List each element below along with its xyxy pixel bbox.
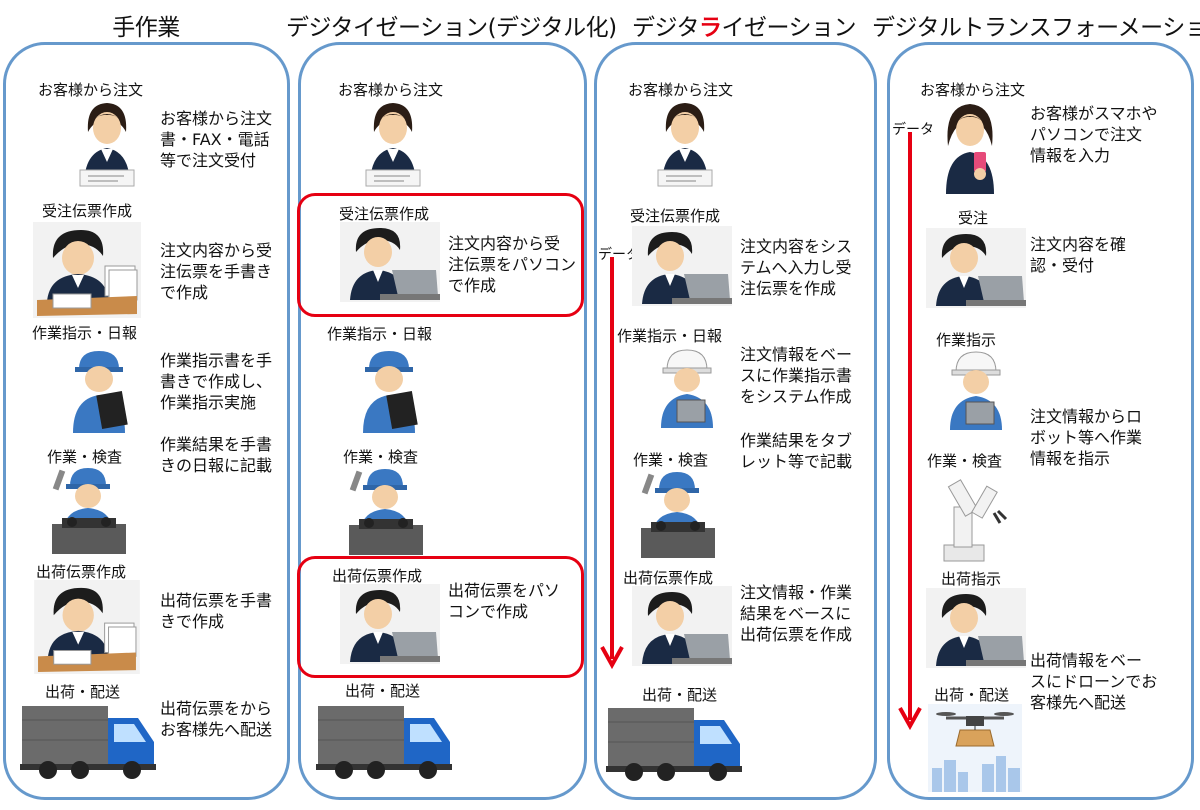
data-flow-arrow-dx (898, 132, 922, 731)
step-label: 作業・検査 (343, 448, 419, 466)
step-description: 出荷伝票をから お客様先へ配送 (160, 699, 273, 739)
panel-dx (887, 42, 1194, 800)
step-description: 作業指示書を手 書きで作成し、 作業指示実施 (160, 351, 273, 412)
arrow-label-dx: データ (892, 122, 934, 138)
step-description: 出荷情報をベー スにドローンでお 客様先へ配送 (1030, 651, 1158, 712)
step-description: 注文情報からロ ボット等へ作業 情報を指示 (1030, 407, 1143, 468)
step-label: 作業指示・日報 (32, 324, 138, 342)
title-part-1: デジタ (631, 15, 700, 41)
worker-machine-icon (349, 469, 423, 555)
arrow-label-digitalization: データ (598, 247, 640, 263)
step-label: 作業指示・日報 (617, 327, 723, 345)
clerk-laptop-icon (632, 586, 732, 666)
clerk-laptop-icon (340, 584, 440, 664)
column-title-digitization: デジタイゼーション(デジタル化) (286, 15, 617, 41)
clerk-laptop-icon (632, 226, 732, 306)
woman-customer-icon (365, 103, 421, 187)
worker-clipboard-icon (363, 351, 418, 433)
worker-tablet-icon (661, 349, 713, 428)
woman-customer-icon (79, 103, 135, 187)
worker-machine-icon (641, 472, 715, 558)
step-description: 注文内容から受 注伝票を手書き で作成 (160, 241, 273, 302)
clerk-handwriting-icon (33, 222, 141, 318)
step-description: 注文内容を確 認・受付 (1030, 235, 1127, 275)
step-label: 出荷・配送 (642, 686, 718, 704)
step-label: 作業指示・日報 (327, 325, 433, 343)
highlight-box-order-slip (297, 193, 584, 317)
woman-customer-icon (657, 103, 713, 187)
step-label: 出荷伝票作成 (332, 567, 423, 585)
title-part-3: イゼーション (721, 15, 857, 41)
step-label: 出荷・配送 (345, 682, 421, 700)
panel-digitization (298, 42, 587, 800)
step-label: 作業指示 (936, 331, 997, 349)
step-description: 注文情報をベー スに作業指示書 をシステム作成 (740, 345, 853, 406)
data-flow-arrow-digitalization (600, 257, 624, 670)
step-description: 出荷伝票を手書 きで作成 (160, 591, 273, 631)
truck-icon (316, 706, 452, 779)
column-title-dx: デジタルトランスフォーメーション (872, 15, 1200, 41)
truck-icon (606, 708, 742, 781)
step-label: 作業・検査 (927, 452, 1003, 470)
step-label: 作業・検査 (47, 448, 123, 466)
highlight-box-shipping-slip (297, 556, 584, 678)
step-label: 出荷指示 (941, 570, 1002, 588)
step-label: 出荷・配送 (45, 683, 121, 701)
woman-smartphone-icon (946, 104, 994, 194)
step-label: 受注伝票作成 (339, 205, 430, 223)
worker-tablet-icon (950, 351, 1002, 430)
worker-clipboard-icon (73, 351, 128, 433)
step-label: 作業・検査 (633, 451, 709, 469)
step-description: 注文内容から受 注伝票をパソコン で作成 (448, 234, 577, 295)
clerk-laptop-icon (926, 588, 1026, 668)
truck-icon (20, 706, 156, 779)
step-label: 出荷伝票作成 (623, 569, 714, 587)
step-label: 出荷伝票作成 (36, 563, 127, 581)
step-label: お客様から注文 (628, 81, 734, 99)
title-part-accent: ラ (699, 15, 722, 41)
worker-machine-icon (52, 468, 126, 554)
step-description: 注文内容をシス テムへ入力し受 注伝票を作成 (740, 237, 853, 298)
step-description: 注文情報・作業 結果をベースに 出荷伝票を作成 (740, 583, 853, 644)
step-description: 出荷伝票をパソ コンで作成 (448, 581, 561, 621)
column-title-manual: 手作業 (112, 15, 180, 41)
step-label: 受注伝票作成 (630, 207, 721, 225)
step-label: お客様から注文 (38, 81, 144, 99)
step-description: 作業結果をタブ レット等で記載 (740, 431, 853, 471)
step-label: 受注 (958, 209, 989, 227)
clerk-laptop-icon (340, 222, 440, 302)
robot-arm-icon (943, 479, 1008, 562)
step-label: お客様から注文 (338, 81, 444, 99)
panel-manual (3, 42, 290, 800)
step-description: お客様から注文 書・FAX・電話 等で注文受付 (160, 109, 273, 170)
step-label: 出荷・配送 (934, 686, 1010, 704)
column-title-digitalization: デジタライゼーション (596, 8, 892, 42)
clerk-laptop-icon (926, 228, 1026, 308)
step-label: お客様から注文 (920, 81, 1026, 99)
clerk-handwriting-icon (34, 580, 140, 674)
step-description: お客様がスマホや パソコンで注文 情報を入力 (1030, 104, 1158, 165)
panel-digitalization (594, 42, 877, 800)
step-label: 受注伝票作成 (42, 202, 133, 220)
drone-delivery-icon (928, 704, 1022, 792)
step-description: 作業結果を手書 きの日報に記載 (160, 435, 273, 475)
